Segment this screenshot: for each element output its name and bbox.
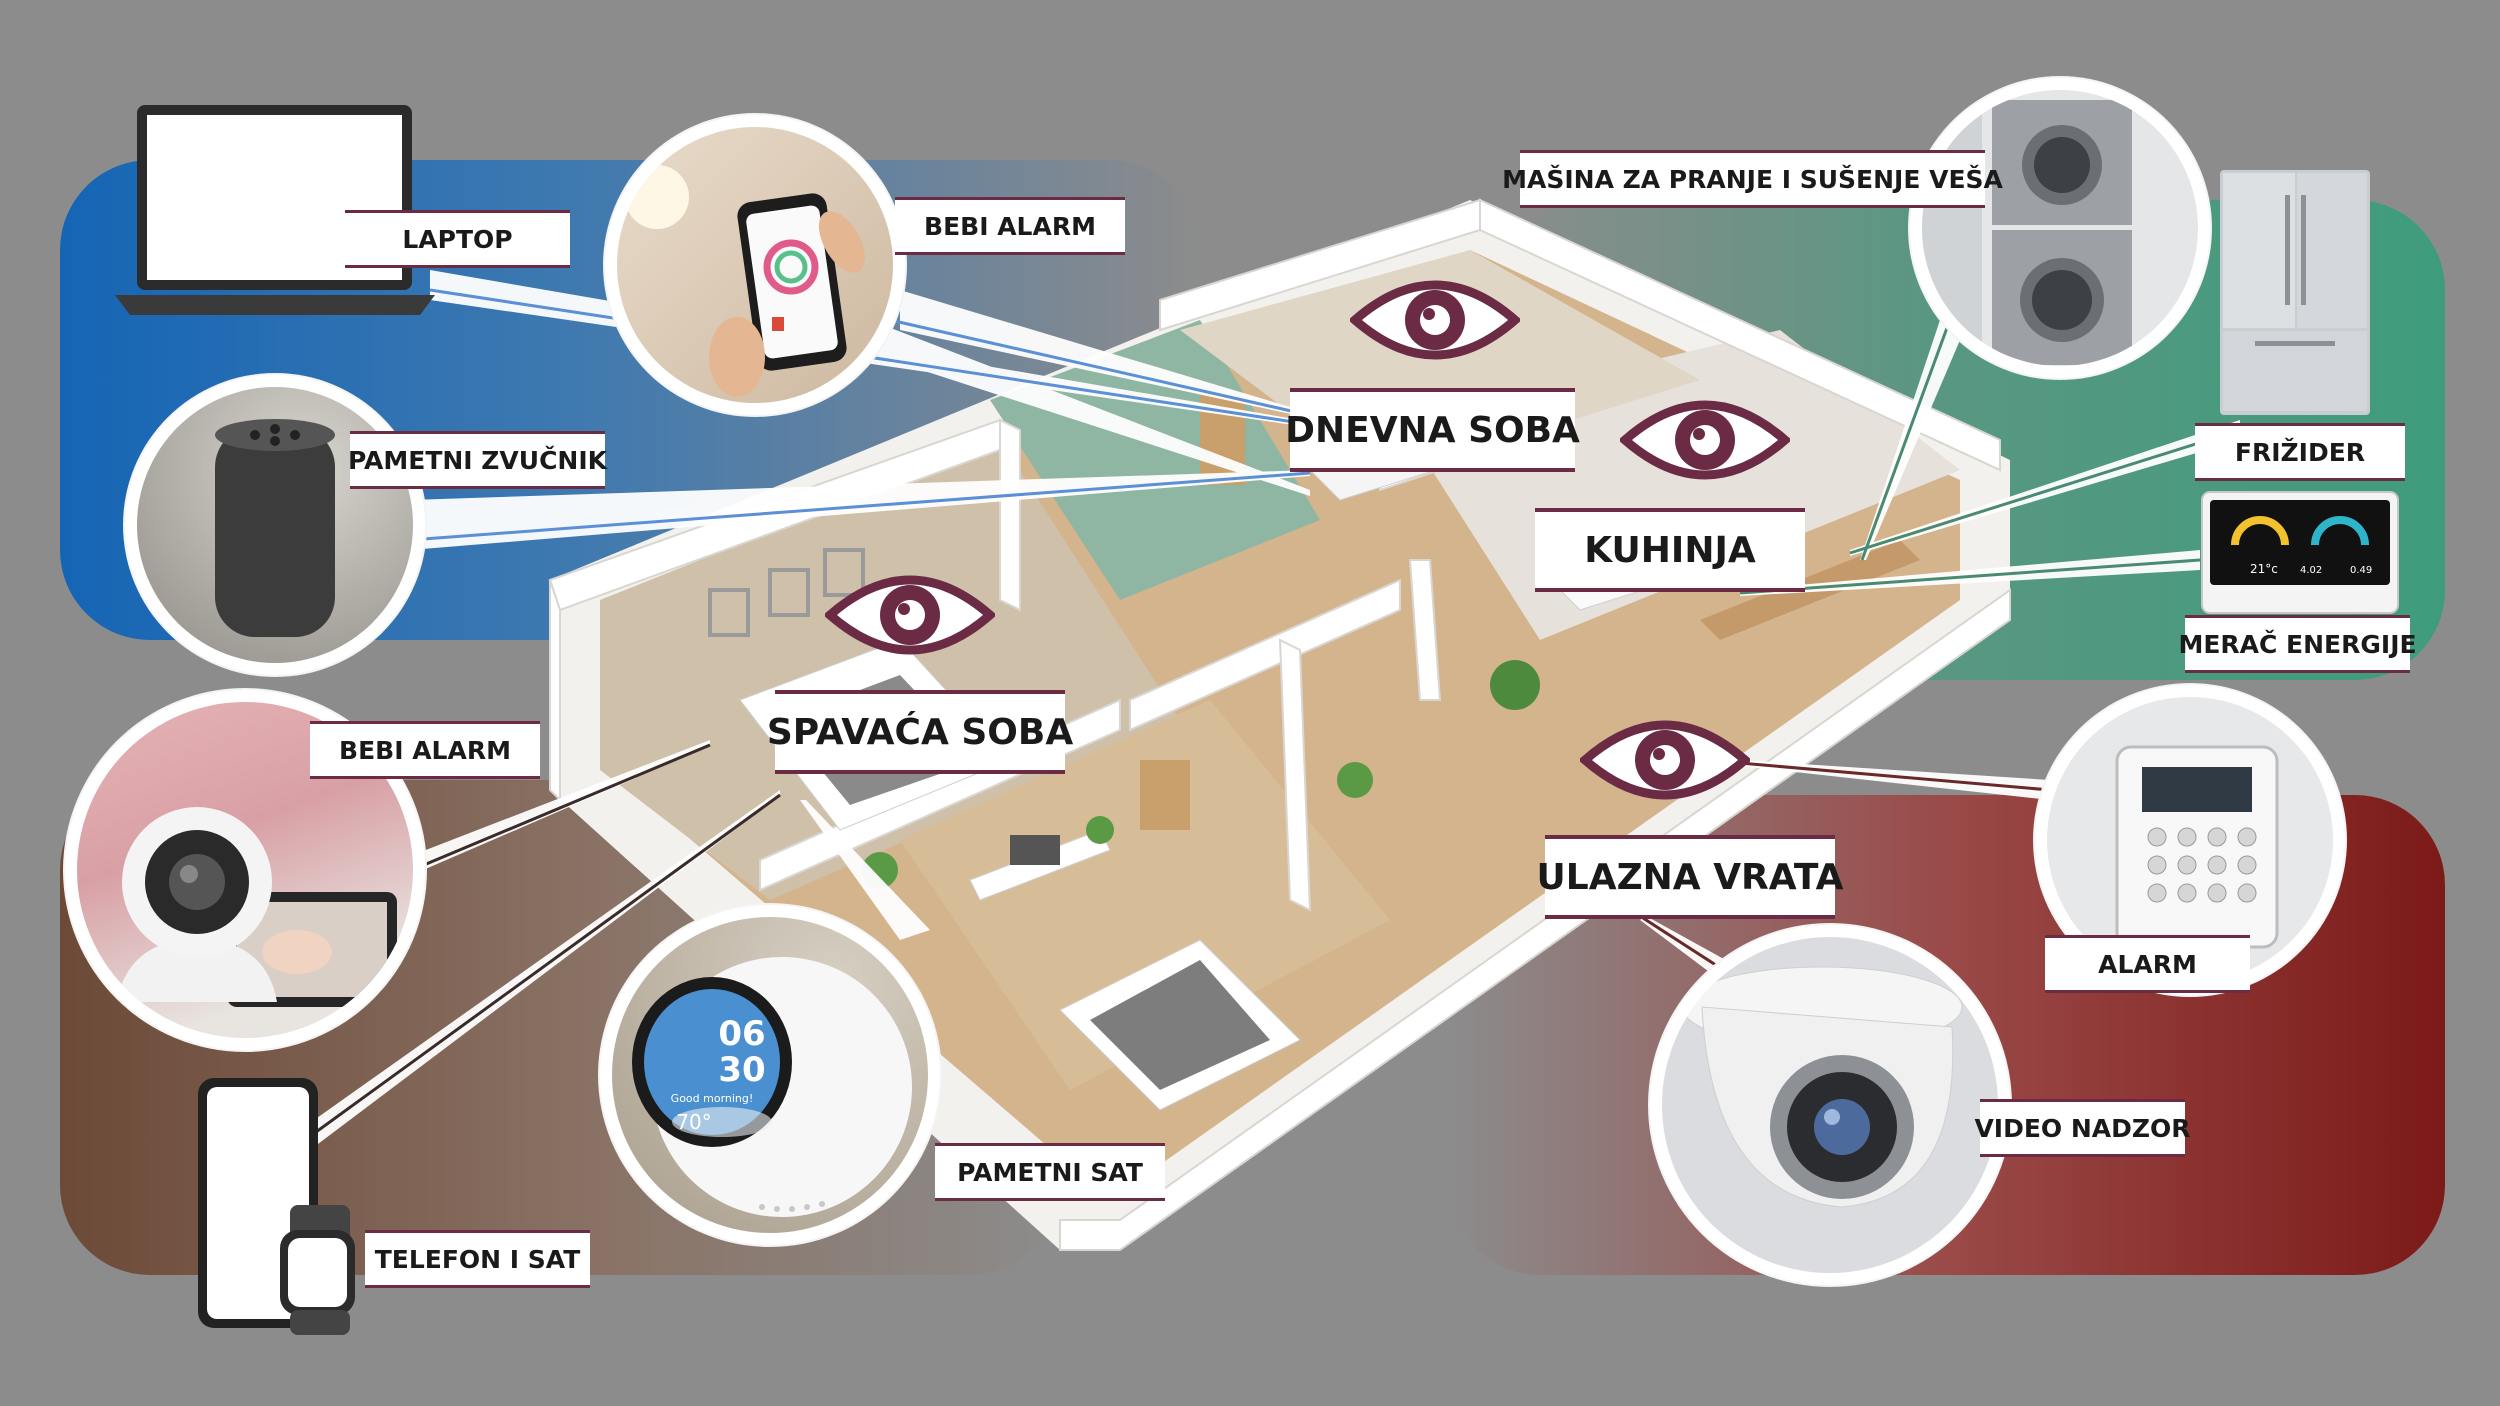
eye-icon-entrance	[1580, 720, 1750, 800]
clock-hours: 06	[718, 1014, 765, 1054]
energy-meter-reading: 4.02	[2300, 565, 2322, 576]
fridge-icon	[2220, 170, 2370, 415]
label-baby-alarm-phone: BEBI ALARM	[895, 197, 1125, 255]
room-label-kitchen: KUHINJA	[1535, 508, 1805, 592]
room-label-living-room: DNEVNA SOBA	[1285, 388, 1580, 472]
baby-alarm-phone-image	[605, 115, 905, 415]
label-phone-and-watch: TELEFON I SAT	[365, 1230, 590, 1288]
energy-meter-icon: 21°c 4.02 0.49	[2201, 491, 2399, 614]
label-fridge: FRIŽIDER	[2195, 423, 2405, 481]
label-washer-dryer: MAŠINA ZA PRANJE I SUŠENJE VEŠA	[1502, 150, 2003, 208]
security-camera-image	[1650, 925, 2010, 1285]
label-smart-speaker: PAMETNI ZVUČNIK	[348, 431, 607, 489]
label-smart-clock: PAMETNI SAT	[935, 1143, 1165, 1201]
washer-dryer-image	[1910, 78, 2210, 378]
label-laptop: LAPTOP	[345, 210, 570, 268]
clock-temp: 70°	[676, 1110, 711, 1134]
label-energy-meter: MERAČ ENERGIJE	[2178, 615, 2417, 673]
clock-minutes: 30	[718, 1050, 765, 1090]
label-security-camera: VIDEO NADZOR	[1974, 1099, 2191, 1157]
eye-icon-living-room	[1350, 280, 1520, 360]
smart-clock-image: 06 30 Good morning! 70°	[600, 905, 940, 1245]
label-alarm: ALARM	[2045, 935, 2250, 993]
eye-icon-kitchen	[1620, 400, 1790, 480]
clock-greeting: Good morning!	[671, 1092, 754, 1105]
room-label-entrance: ULAZNA VRATA	[1537, 835, 1843, 919]
energy-meter-temp: 21°c	[2250, 562, 2278, 576]
label-baby-alarm-camera: BEBI ALARM	[310, 721, 540, 779]
energy-meter-reading2: 0.49	[2350, 565, 2372, 576]
phone-and-watch-icon	[198, 1078, 355, 1335]
eye-icon-bedroom	[825, 575, 995, 655]
room-label-bedroom: SPAVAĆA SOBA	[767, 690, 1073, 774]
smart-speaker-image	[125, 375, 425, 675]
